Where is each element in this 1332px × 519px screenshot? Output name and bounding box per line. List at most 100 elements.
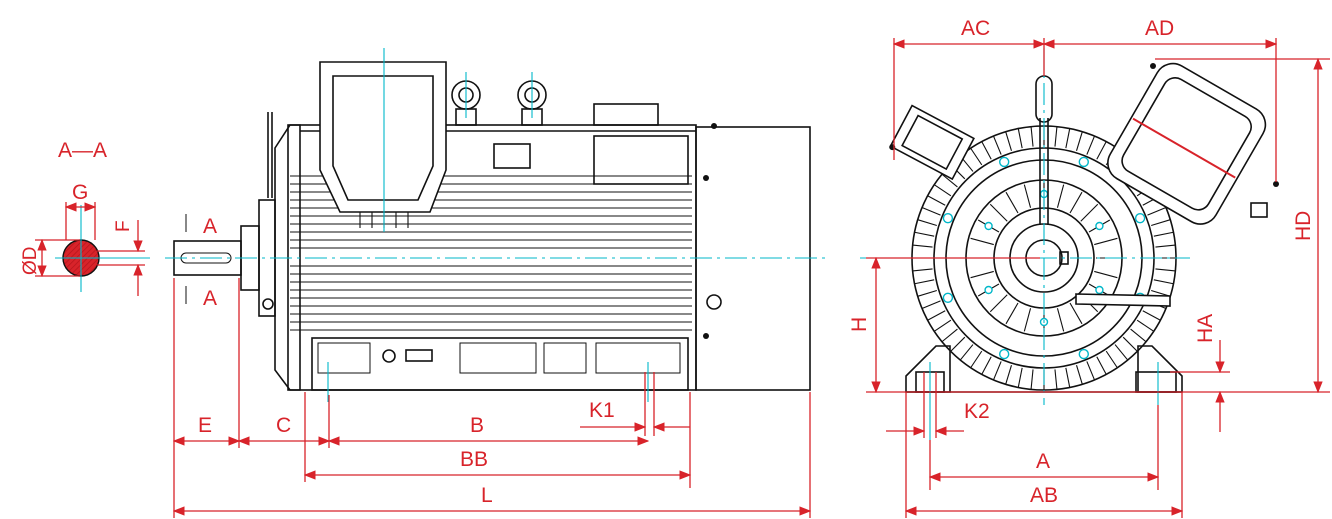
fan-spoke: [1056, 308, 1065, 332]
radial-fin: [1005, 131, 1013, 151]
label-F: F: [113, 220, 134, 232]
radial-fin: [981, 141, 992, 160]
label-AB: AB: [1030, 484, 1058, 507]
nameplate: [405, 349, 433, 362]
small-terminal-box: [889, 104, 975, 181]
fan-spoke: [1069, 302, 1083, 325]
fan-spoke: [1080, 203, 1099, 222]
radial-fin: [1086, 361, 1096, 381]
fan-spoke: [1094, 270, 1118, 279]
radial-fin: [921, 206, 941, 216]
fan-spoke: [1069, 191, 1083, 214]
radial-fin: [927, 310, 946, 321]
side-cover-small: [493, 143, 531, 169]
radial-fin: [970, 147, 983, 166]
fan-cover-hole: [706, 294, 722, 310]
feet-panels: [317, 342, 681, 374]
radial-fin: [1054, 369, 1058, 390]
radial-fin: [1054, 126, 1058, 147]
side-view: A A: [165, 48, 825, 518]
cable-bar: [1075, 293, 1171, 307]
shaft-section-view: A—A G F ØD: [20, 139, 150, 296]
label-C: C: [276, 414, 291, 437]
radial-fin: [1086, 135, 1096, 155]
fan-spoke: [1005, 302, 1019, 325]
radial-fin: [1153, 231, 1174, 237]
radial-fin: [950, 336, 966, 352]
label-D: ØD: [20, 247, 41, 276]
radial-fin: [981, 356, 992, 375]
radial-fin: [1030, 126, 1034, 147]
radial-fin: [933, 319, 952, 332]
section-mark-bottom: A: [203, 287, 217, 310]
large-box-bolt-2: [1150, 63, 1156, 69]
radial-fin: [917, 289, 937, 297]
fan-cover-bolt-2: [703, 333, 709, 339]
label-HA: HA: [1194, 314, 1217, 343]
radial-fin: [941, 173, 958, 188]
radial-fin: [992, 361, 1002, 381]
top-plate: [593, 103, 659, 126]
label-K2: K2: [964, 400, 990, 423]
label-AD: AD: [1145, 17, 1174, 40]
flange-bolts: [942, 156, 1146, 360]
radial-fin: [1155, 268, 1176, 272]
fan-spoke: [970, 237, 994, 246]
radial-fin: [927, 195, 946, 206]
flange-bolt: [942, 213, 954, 224]
radial-fin: [1105, 350, 1118, 369]
radial-fin: [992, 135, 1002, 155]
radial-fin: [921, 300, 941, 310]
cable-gland-right: [1250, 202, 1268, 218]
radial-fin: [933, 184, 952, 197]
radial-fin: [1130, 328, 1147, 343]
flange-bolt: [1078, 156, 1089, 168]
radial-fin: [970, 350, 983, 369]
label-L: L: [481, 484, 493, 507]
radial-fin: [1114, 344, 1129, 361]
radial-fin: [1136, 319, 1155, 332]
label-BB: BB: [460, 448, 488, 471]
flange-bolt: [1134, 213, 1146, 224]
radial-fin: [1142, 310, 1161, 321]
end-view: AC AD HD H HA K2 A AB: [848, 17, 1330, 518]
terminal-box-inner: [332, 75, 434, 201]
radial-fin: [912, 244, 933, 248]
flange-bolt: [1095, 221, 1104, 231]
fan-cover-bolt-1: [703, 175, 709, 181]
foot-right-pad: [1135, 371, 1177, 393]
label-A: A: [1036, 450, 1050, 473]
fan-spoke: [1056, 184, 1065, 208]
label-E: E: [198, 414, 212, 437]
label-K1: K1: [589, 399, 615, 422]
radial-fin: [914, 279, 935, 285]
flange-bolt: [1095, 285, 1104, 295]
radial-fin: [1155, 244, 1176, 248]
radial-fin: [912, 268, 933, 272]
fan-spoke: [1005, 191, 1019, 214]
terminal-box: [319, 61, 447, 213]
radial-fin: [959, 344, 974, 361]
label-HD: HD: [1292, 211, 1315, 241]
radial-fin: [1065, 367, 1071, 388]
fan-spoke: [970, 270, 994, 279]
flange-bolt: [984, 221, 993, 231]
radial-fin: [1153, 279, 1174, 285]
flange-bolt: [1078, 348, 1089, 360]
radial-fin: [941, 328, 958, 343]
fan-spoke: [1023, 308, 1032, 332]
fan-spoke: [989, 203, 1008, 222]
radial-fin: [1151, 219, 1171, 227]
grease-nipple: [262, 298, 274, 310]
radial-fin: [1017, 128, 1023, 149]
earth-terminal: [382, 349, 396, 363]
radial-fin: [1017, 367, 1023, 388]
label-B: B: [470, 414, 484, 437]
section-title: A—A: [58, 139, 107, 162]
fan-cover-bolt-3: [711, 123, 717, 129]
radial-fin: [1122, 336, 1138, 352]
frame-feet: [311, 337, 689, 391]
label-AC: AC: [961, 17, 990, 40]
